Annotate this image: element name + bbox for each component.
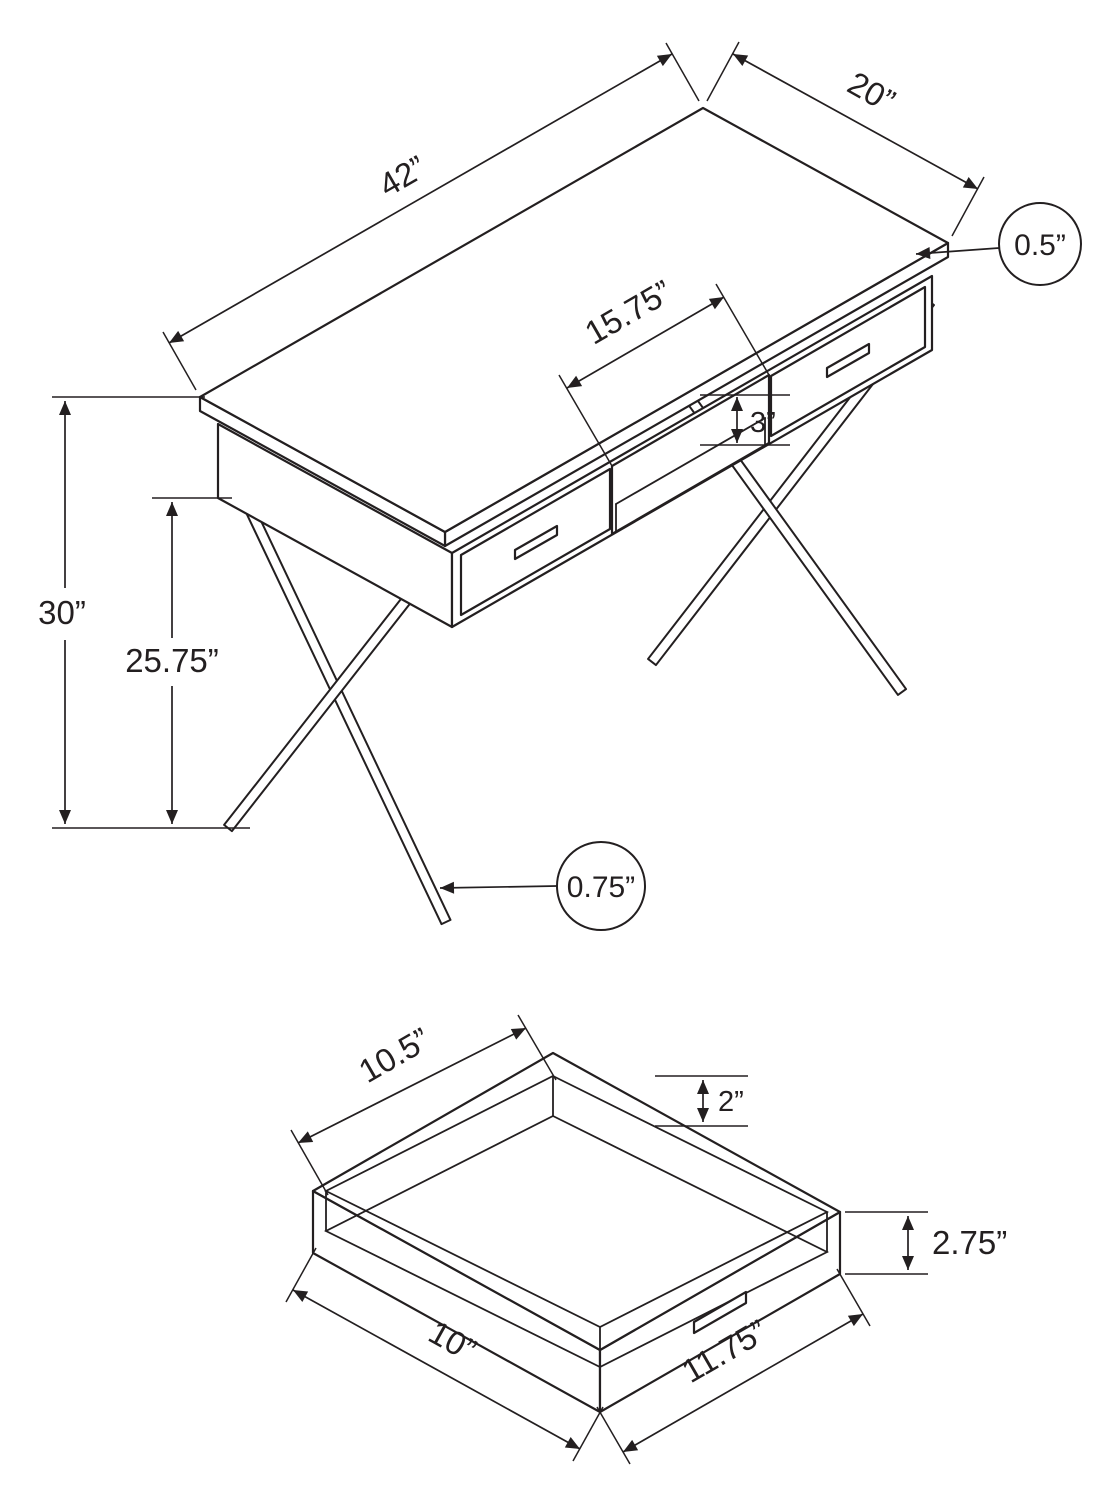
dim-ext-line <box>951 176 985 237</box>
dim-overall-height: 30” <box>38 396 250 829</box>
dim-ext-line <box>285 1247 317 1303</box>
opening-height-label: 3” <box>750 407 776 439</box>
dim-ext-line <box>836 1268 871 1327</box>
callout-circle <box>998 202 1082 286</box>
callout-leader-line <box>439 881 558 894</box>
dim-ext-line <box>162 331 197 391</box>
desk-body <box>216 274 934 629</box>
callout-leader-line <box>915 247 1000 259</box>
dim-ext-line <box>558 374 613 467</box>
left-drawer-handle <box>513 524 559 561</box>
left-leg-bar-back <box>223 565 435 833</box>
dim-ext-line <box>572 1406 604 1462</box>
drawer-inner-depth-label: 2” <box>718 1086 744 1118</box>
callout-leg-thickness: 0.75” <box>439 841 646 931</box>
drawer-side-height-label: 2.75” <box>932 1224 1007 1261</box>
clearance-height-label: 25.75” <box>125 642 219 679</box>
dim-drawer-inner-depth: 2” <box>655 1075 748 1127</box>
dim-ext-line <box>517 1014 557 1081</box>
center-opening <box>610 373 771 536</box>
dim-arrow-line <box>732 53 979 190</box>
dim-ext-line <box>665 42 700 102</box>
desk-length-label: 42” <box>372 148 432 204</box>
dim-arrow-line <box>566 296 725 389</box>
dim-ext-line <box>715 283 770 376</box>
dim-clearance-height: 25.75” <box>125 497 232 824</box>
drawer-box <box>311 1051 842 1414</box>
dim-ext-line <box>596 1406 631 1465</box>
dim-arrow-line <box>297 1027 527 1144</box>
drawer-view: 10.5” 2” 2.75” 10” 11.75” <box>285 1014 1007 1465</box>
right-drawer-handle <box>825 342 871 379</box>
dim-ext-line <box>290 1129 329 1196</box>
dim-ext-line <box>706 41 740 102</box>
callout-circle <box>556 841 646 931</box>
dim-opening-height: 3” <box>700 394 790 446</box>
callout-top-thickness: 0.5” <box>915 202 1082 286</box>
desk-depth-label: 20” <box>842 64 902 119</box>
top-thickness-label: 0.5” <box>1014 229 1066 262</box>
overall-height-label: 30” <box>38 594 86 631</box>
desk-view: 42” 20” 0.5” 15.75” 3” <box>38 41 1082 931</box>
dim-arrow-line <box>168 53 673 344</box>
dim-drawer-side-height: 2.75” <box>845 1211 1007 1275</box>
dim-arrow-line <box>622 1313 864 1453</box>
dim-arrow-line <box>292 1289 581 1450</box>
leg-thickness-label: 0.75” <box>567 871 635 904</box>
